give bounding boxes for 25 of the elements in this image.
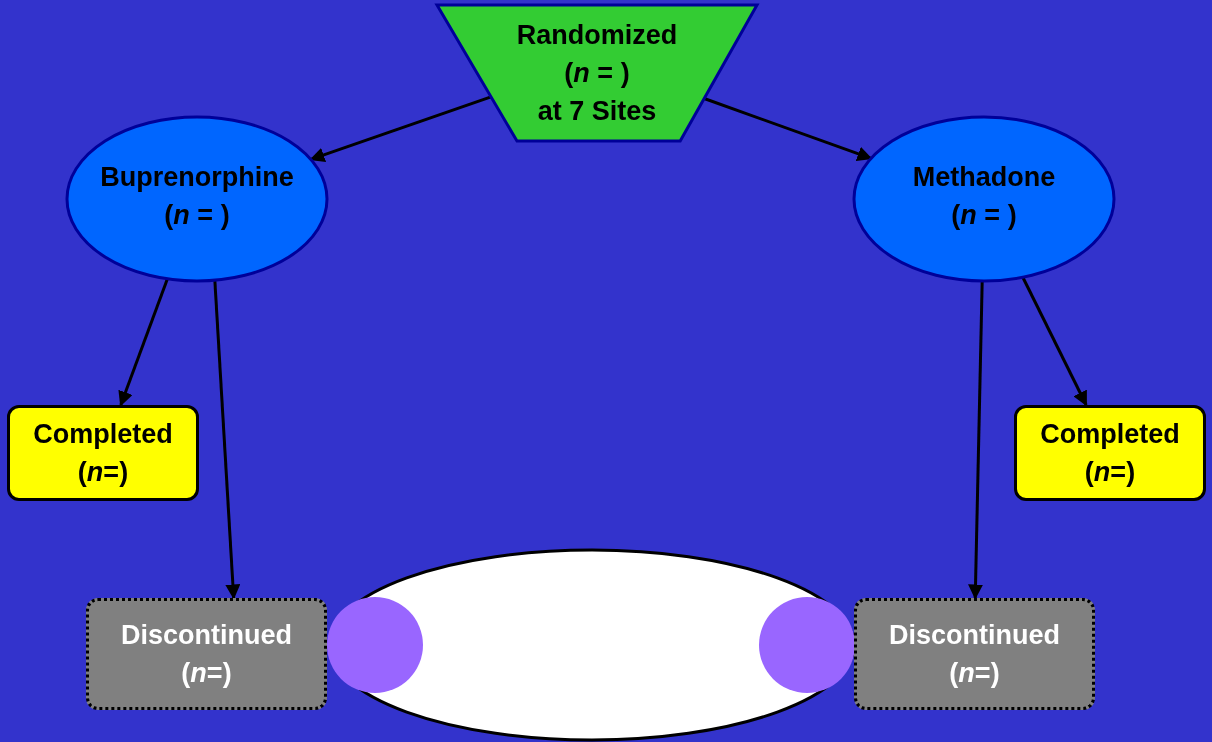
status-box: [7, 405, 199, 501]
node-text: (n=): [77, 456, 129, 489]
node-text: (n=): [949, 657, 1000, 690]
node-text: (n=): [1084, 456, 1136, 489]
node-title: Discontinued: [121, 619, 292, 652]
arrow: [1021, 276, 1088, 407]
node-text: (n = ): [164, 199, 230, 232]
node-title: Discontinued: [889, 619, 1060, 652]
node-title: Completed: [33, 418, 173, 451]
status-box: [86, 598, 327, 710]
node-title: Buprenorphine: [100, 161, 294, 194]
status-box: [854, 598, 1095, 710]
arrow: [213, 280, 241, 600]
node-title: Methadone: [912, 161, 1056, 194]
status-box: [1014, 405, 1206, 501]
arrow: [703, 97, 873, 161]
node-text: (n=): [181, 657, 232, 690]
node-title: Completed: [1040, 418, 1180, 451]
arrow: [118, 278, 169, 407]
node-title: Randomized: [516, 19, 678, 52]
arrow: [309, 95, 492, 163]
node-text: at 7 Sites: [537, 95, 657, 128]
node-text: (n = ): [564, 57, 630, 90]
node-text: (n = ): [951, 199, 1017, 232]
arrow: [968, 280, 984, 600]
